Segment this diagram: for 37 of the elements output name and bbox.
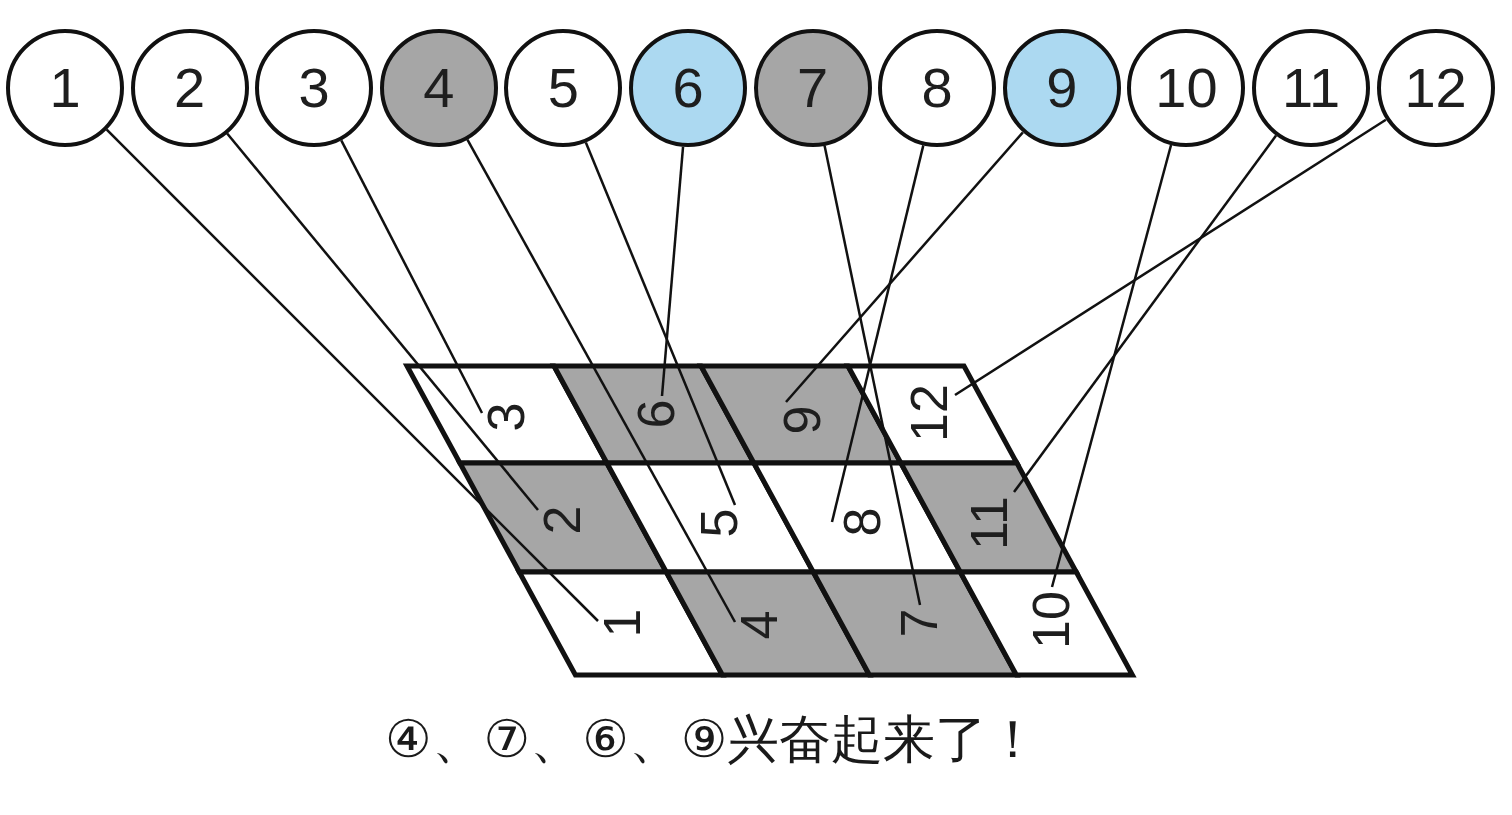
cell-number: 7 — [899, 608, 941, 638]
circle-number: 4 — [423, 60, 455, 116]
leader-line — [226, 132, 539, 511]
cell-number: 12 — [909, 384, 951, 442]
circle-number: 2 — [174, 60, 206, 116]
circle-number: 10 — [1155, 60, 1218, 116]
leader-line — [660, 146, 685, 397]
leader-line — [785, 131, 1024, 403]
circle-number: 12 — [1404, 60, 1467, 116]
circle-number: 3 — [298, 60, 330, 116]
leader-line — [340, 139, 484, 414]
cell-number: 1 — [602, 608, 644, 638]
cell-number: 11 — [969, 496, 1011, 550]
cell-number: 10 — [1031, 591, 1073, 649]
circle-number: 7 — [797, 60, 829, 116]
leader-line — [823, 145, 922, 606]
cell-number: 9 — [782, 405, 824, 435]
circle-number: 11 — [1281, 60, 1341, 116]
leader-line — [830, 145, 925, 523]
leader-line — [954, 118, 1387, 397]
circle-number: 1 — [49, 60, 81, 116]
leader-line — [466, 139, 737, 623]
circle-number: 9 — [1046, 60, 1078, 116]
circle-number: 8 — [921, 60, 953, 116]
cell-number: 4 — [739, 610, 781, 640]
leader-line — [584, 142, 737, 506]
leader-line — [1013, 134, 1278, 493]
cell-number: 5 — [699, 508, 741, 538]
leader-line — [1050, 144, 1173, 588]
circle-number: 5 — [547, 60, 579, 116]
cell-number: 3 — [486, 402, 528, 432]
leader-line — [105, 128, 599, 622]
cell-number: 6 — [636, 399, 678, 429]
cell-number: 2 — [542, 505, 584, 535]
caption: ④、⑦、⑥、⑨兴奋起来了！ — [385, 710, 1040, 770]
circle-number: 6 — [672, 60, 704, 116]
cell-number: 8 — [842, 507, 884, 537]
